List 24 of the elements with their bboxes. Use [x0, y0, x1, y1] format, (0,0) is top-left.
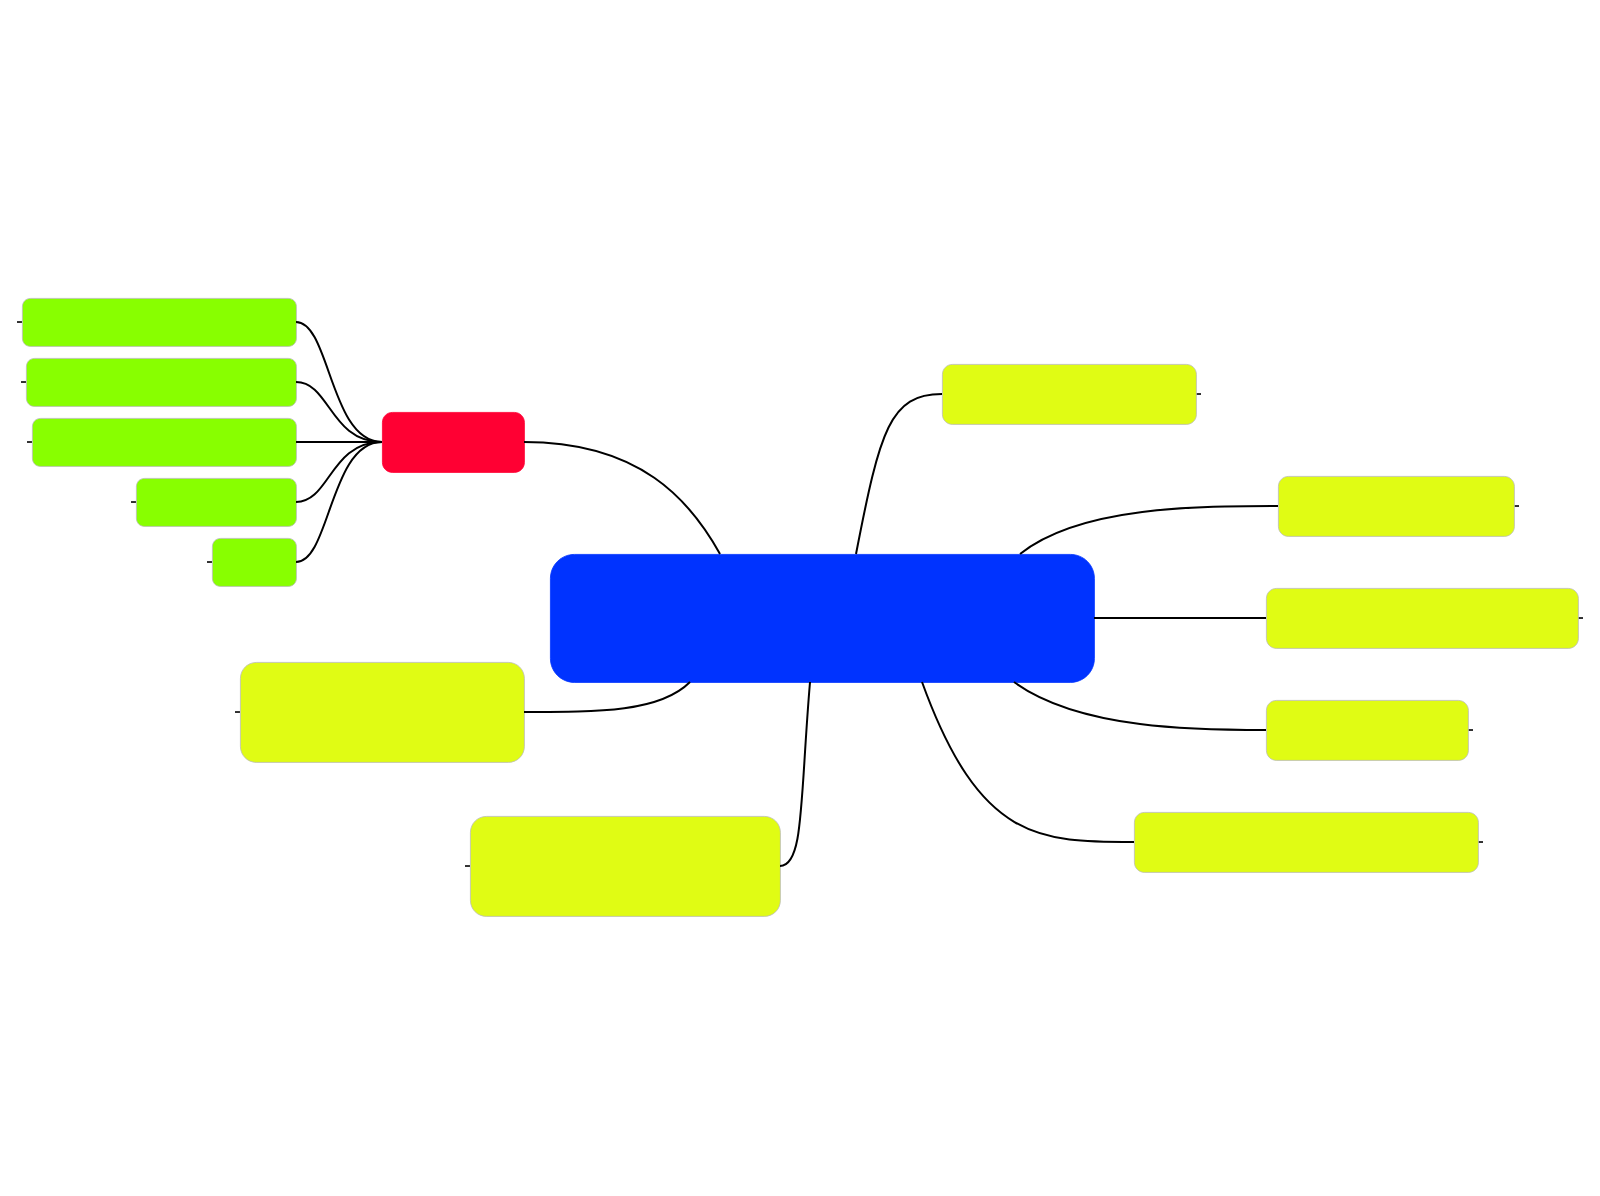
subtopic-box	[26, 418, 297, 467]
topic-box	[1266, 700, 1474, 761]
topic-box	[1134, 812, 1484, 873]
central-topic-box	[550, 554, 1095, 683]
connector-line	[921, 681, 1135, 843]
connector-line	[779, 681, 811, 867]
topic-box	[1266, 588, 1584, 649]
connector-line	[1093, 617, 1267, 619]
topic-box	[1278, 476, 1520, 537]
topic-box	[464, 816, 781, 917]
connector-line	[1013, 681, 1267, 731]
subtopic-box	[20, 358, 297, 407]
subtopic-box	[206, 538, 297, 587]
connector-line	[295, 441, 383, 563]
subtopic-box	[130, 478, 297, 527]
connector-line	[295, 321, 383, 443]
connector-line	[523, 441, 721, 555]
topic-box	[234, 662, 525, 763]
subtopic-box	[16, 298, 297, 347]
connector-line	[523, 681, 691, 713]
topic-box	[942, 364, 1202, 425]
connector-line	[1019, 505, 1279, 555]
topic-box	[382, 412, 525, 473]
connector-line	[855, 393, 943, 555]
